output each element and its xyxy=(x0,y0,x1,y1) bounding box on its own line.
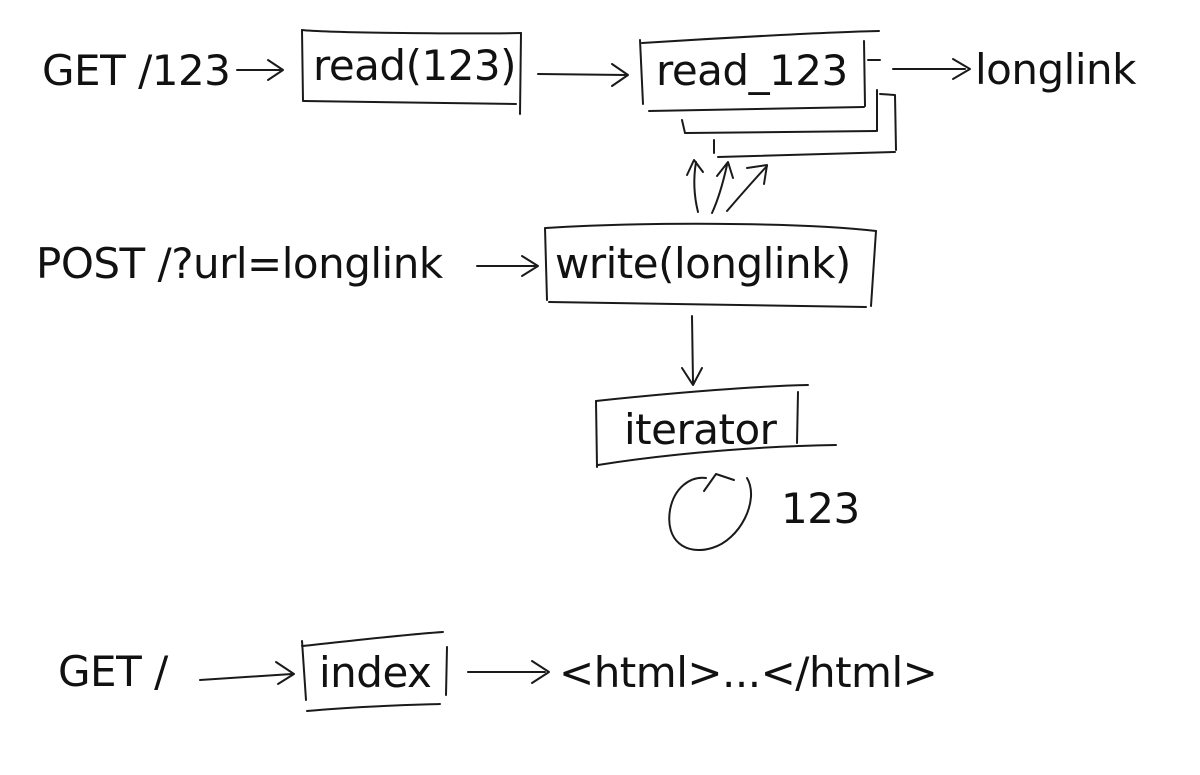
result-longlink: longlink xyxy=(975,45,1136,94)
arrow-get-to-read xyxy=(236,59,284,81)
request-post: POST /?url=longlink xyxy=(36,239,443,288)
read-worker-label: read_123 xyxy=(656,46,848,95)
index-box xyxy=(301,631,448,712)
request-get-index: GET / xyxy=(58,647,168,696)
index-handler-label: index xyxy=(319,648,432,697)
request-get-id: GET /123 xyxy=(42,46,231,95)
arrow-index-to-html xyxy=(467,660,550,684)
arrow-read-to-worker xyxy=(537,63,629,87)
arrow-write-to-iterator xyxy=(681,315,703,386)
iterator-box xyxy=(595,384,837,468)
arrow-worker-to-longlink xyxy=(892,58,971,80)
loop-icon xyxy=(668,473,753,551)
write-handler-label: write(longlink) xyxy=(555,239,851,288)
arrow-post-to-write xyxy=(476,255,539,277)
read-123-handler-box xyxy=(301,29,522,115)
write-handler-box xyxy=(544,222,877,308)
arrows-write-to-workers xyxy=(686,159,768,214)
result-html: <html>...</html> xyxy=(559,648,938,697)
read-123-worker-box xyxy=(639,30,897,158)
iterator-counter: 123 xyxy=(781,484,860,533)
iterator-label: iterator xyxy=(624,405,777,454)
arrow-get-index xyxy=(199,661,295,685)
read-handler-label: read(123) xyxy=(313,41,517,90)
